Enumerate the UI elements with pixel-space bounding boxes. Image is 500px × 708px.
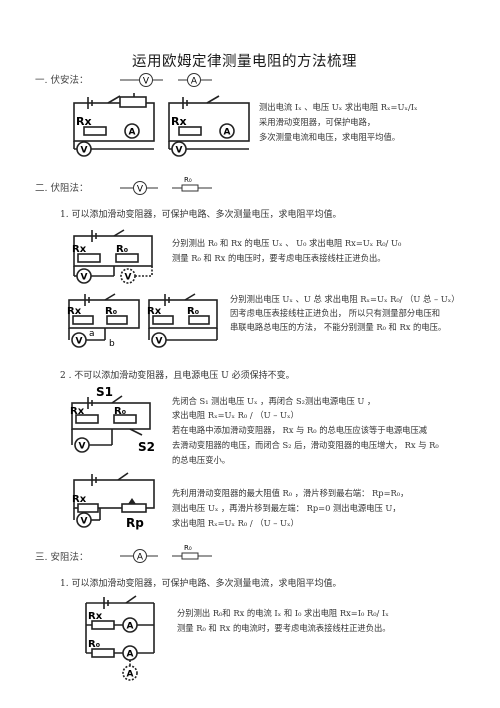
svg-text:A: A: [137, 553, 144, 563]
svg-text:b: b: [109, 339, 115, 349]
s2-item1-text-a2: 测量 R₀ 和 Rx 的电压时，要考虑电压表接线柱正进负出。: [172, 253, 386, 263]
svg-text:A: A: [127, 650, 134, 660]
s2-item2-text-a3: 若在电路中添加滑动变阻器， Rx 与 R₀ 的总电压应该等于电源电压减: [172, 425, 428, 435]
circuit-ammeter-resistor: Rx R₀ A A A: [85, 595, 155, 681]
s3-item1-text-1: 分别测出 R₀和 Rx 的电流 Iₓ 和 I₀ 求出电阻 Rx=I₀ R₀/ I…: [177, 608, 389, 618]
svg-text:V: V: [176, 146, 183, 156]
s2-item1-text-a1: 分别测出 R₀ 和 Rx 的电压 Uₓ 、 U₀ 求出电阻 Rx=Uₓ R₀/ …: [172, 238, 402, 248]
svg-text:Rp: Rp: [126, 516, 144, 530]
svg-text:V: V: [81, 517, 88, 527]
svg-text:A: A: [224, 128, 231, 138]
s2-item2-text-a2: 求出电阻 Rₓ=Uₓ R₀ / （U – Uₓ）: [172, 410, 299, 420]
section-heading-ammeter-resistor: 三. 安阻法：: [35, 552, 89, 563]
s2-item1-text-b2: 因考虑电压表接线柱正进负出， 所以只有测量部分电压和: [230, 308, 441, 318]
svg-text:V: V: [79, 442, 86, 452]
s2-item2-text-b1: 先利用滑动变阻器的最大阻值 R₀ ，滑片移到最右端： Rp=R₀，: [172, 488, 409, 498]
s2-item2: 2 . 不可以添加滑动变阻器，且电源电压 U 必须保持不变。: [60, 371, 295, 381]
circuit-voltmeter-two-switch: S1 Rx R₀ S2 V: [70, 385, 155, 454]
ammeter-symbol: A: [191, 77, 198, 87]
s1-text-3: 多次测量电流和电压，求电阻平均值。: [259, 132, 401, 142]
circuit-voltammeter-2: Rx A V: [168, 95, 250, 157]
svg-text:V: V: [76, 337, 83, 347]
svg-text:Rx: Rx: [171, 115, 187, 128]
section2-symbols: V R₀: [120, 176, 212, 195]
svg-text:V: V: [81, 146, 88, 156]
svg-text:a: a: [89, 329, 95, 339]
section3-symbols: A R₀: [120, 544, 212, 563]
svg-text:A: A: [127, 622, 134, 632]
section1-meter-symbols: V A: [120, 73, 212, 87]
section-heading-voltammeter: 一. 伏安法：: [35, 75, 89, 86]
svg-text:Rx: Rx: [88, 611, 103, 622]
svg-text:Rx: Rx: [70, 406, 85, 417]
svg-text:V: V: [137, 185, 144, 195]
s1-text-1: 测出电流 Iₓ 、电压 Uₓ 求出电阻 Rₓ=Uₓ/Iₓ: [259, 102, 418, 112]
svg-text:S2: S2: [138, 440, 155, 454]
circuit-voltmeter-resistor-2: Rx R₀ a b V Rx R₀ V: [67, 293, 218, 349]
svg-text:S1: S1: [96, 385, 113, 399]
s2-item2-text-a5: 的总电压变小。: [172, 455, 231, 465]
svg-text:R₀: R₀: [105, 306, 117, 317]
voltmeter-symbol: V: [143, 77, 150, 87]
s2-item2-text-a4: 去滑动变阻器的电压，而闭合 S₂ 后，滑动变阻器的电压增大， Rx 与 R₀: [172, 440, 439, 450]
circuit-voltmeter-rheostat: Rx Rp V: [72, 472, 155, 530]
svg-text:R₀: R₀: [114, 406, 126, 417]
svg-text:V: V: [125, 273, 132, 283]
s2-item2-text-b3: 求出电阻 Rₓ=Uₓ R₀ / （U – Uₓ）: [172, 518, 299, 528]
svg-text:R₀: R₀: [116, 244, 128, 255]
s2-item2-text-b2: 测出电压 Uₓ ，再滑片移到最左端： Rp=0 测出电源电压 U，: [172, 503, 401, 513]
svg-text:A: A: [129, 128, 136, 138]
section-heading-voltmeter-resistor: 二. 伏阻法：: [35, 183, 89, 194]
s2-item1: 1. 可以添加滑动变阻器，可保护电路、多次测量电压，求电阻平均值。: [60, 210, 342, 220]
s2-item1-text-b1: 分别测出电压 Uₓ 、U 总 求出电阻 Rₓ=Uₓ R₀/ （U 总 – Uₓ）: [230, 294, 460, 304]
svg-text:V: V: [81, 273, 88, 283]
s1-text-2: 采用滑动变阻器，可保护电路，: [259, 117, 376, 127]
svg-text:V: V: [156, 337, 163, 347]
rx-label: Rx: [76, 115, 92, 128]
svg-text:R₀: R₀: [184, 544, 192, 552]
svg-text:Rx: Rx: [72, 244, 87, 255]
s3-item1-text-2: 测量 R₀ 和 Rx 的电流时，要考虑电流表接线柱正进负出。: [177, 623, 391, 633]
svg-text:Rx: Rx: [72, 494, 87, 505]
svg-text:A: A: [127, 670, 134, 680]
circuit-voltammeter-1: Rx A V: [73, 93, 155, 157]
svg-text:Rx: Rx: [67, 306, 82, 317]
s3-item1: 1. 可以添加滑动变阻器，可保护电路、多次测量电流，求电阻平均值。: [60, 579, 342, 589]
s2-item2-text-a1: 先闭合 S₁ 测出电压 Uₓ ，再闭合 S₂测出电源电压 U ，: [172, 396, 376, 406]
s2-item1-text-b3: 串联电路总电压的方法， 不能分别测量 R₀ 和 Rx 的电压。: [230, 322, 447, 332]
svg-text:R₀: R₀: [184, 176, 192, 184]
svg-text:R₀: R₀: [187, 306, 199, 317]
page-title: 运用欧姆定律测量电阻的方法梳理: [132, 54, 357, 70]
circuit-voltmeter-resistor-1: Rx R₀ V V: [72, 229, 153, 284]
svg-text:Rx: Rx: [147, 306, 162, 317]
svg-text:R₀: R₀: [88, 639, 100, 650]
